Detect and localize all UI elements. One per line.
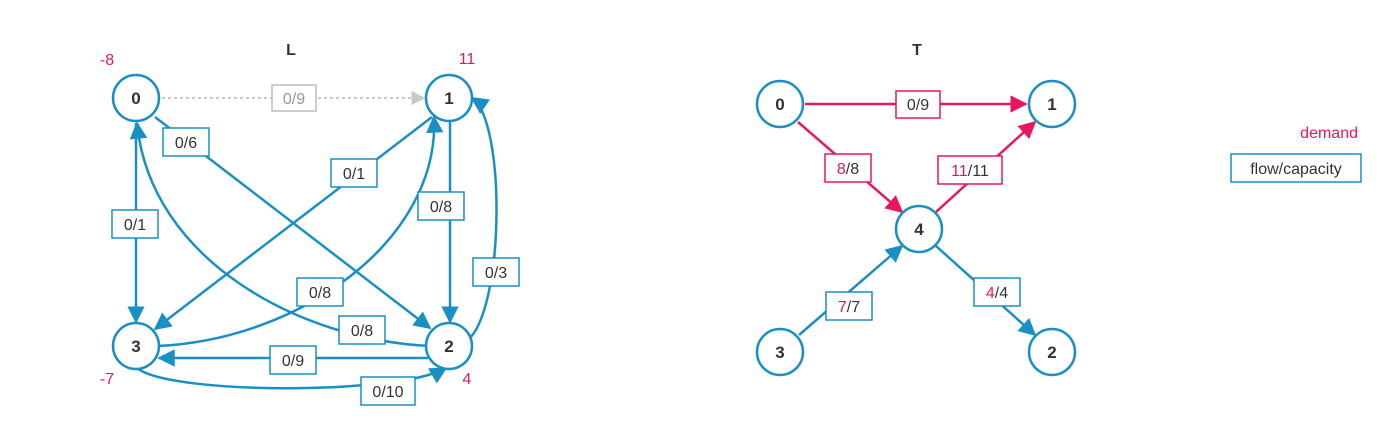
capacity-t-3-4: /7 (847, 299, 860, 316)
flow-t-3-4: 7 (838, 299, 847, 316)
demand-l-0: -8 (100, 52, 114, 69)
node-t-0: 0 (755, 79, 805, 129)
svg-text:4: 4 (914, 220, 924, 239)
edge-label-t-0-4: 8/8 (824, 153, 872, 183)
edge-label-l-0-2: 0/6 (162, 127, 210, 157)
node-t-3: 3 (755, 327, 805, 377)
legend-flow-capacity: flow/capacity (1230, 153, 1362, 183)
svg-text:0/8: 0/8 (309, 285, 331, 302)
legend-demand: demand (1300, 125, 1358, 142)
svg-text:0/6: 0/6 (175, 135, 197, 152)
edge-label-l-1-2: 0/8 (417, 191, 465, 221)
svg-text:3: 3 (775, 343, 784, 362)
edge-label-l-3-1: 0/8 (296, 277, 344, 307)
left-graph-title: L (286, 42, 296, 59)
svg-text:flow/capacity: flow/capacity (1250, 161, 1342, 178)
svg-text:0/1: 0/1 (124, 217, 146, 234)
svg-text:0/8: 0/8 (430, 199, 452, 216)
flow-t-0-4: 8 (837, 161, 846, 178)
svg-text:4/4: 4/4 (986, 285, 1008, 302)
node-t-2: 2 (1027, 327, 1077, 377)
svg-text:3: 3 (131, 337, 140, 356)
edge-label-l-2-0: 0/8 (338, 315, 386, 345)
edge-label-t-0-1: 0/9 (895, 90, 941, 119)
svg-text:0: 0 (131, 89, 140, 108)
edge-label-t-4-2: 4/4 (973, 277, 1021, 307)
demand-l-3: -7 (100, 371, 114, 388)
edge-l-3-2 (136, 366, 448, 390)
capacity-t-4-2: /4 (995, 285, 1008, 302)
capacity-t-4-1: /11 (968, 163, 989, 180)
edge-l-3-1 (156, 115, 444, 348)
edge-label-l-2-3: 0/9 (269, 345, 317, 375)
node-t-1: 1 (1027, 79, 1077, 129)
node-l-2: 2 (424, 321, 474, 371)
flow-t-4-2: 4 (986, 285, 995, 302)
legend: demand flow/capacity (1230, 125, 1362, 183)
edge-label-l-0-3: 0/1 (111, 209, 159, 239)
svg-text:0/8: 0/8 (351, 323, 373, 340)
svg-text:0/9: 0/9 (283, 91, 305, 108)
edge-l-2-1 (469, 96, 498, 339)
svg-text:7/7: 7/7 (838, 299, 860, 316)
svg-text:0/9: 0/9 (907, 97, 929, 114)
svg-text:0/9: 0/9 (282, 353, 304, 370)
demand-l-2: 4 (463, 371, 472, 388)
node-l-0: 0 (111, 73, 161, 123)
svg-text:0/3: 0/3 (485, 265, 507, 282)
node-t-4: 4 (894, 204, 944, 254)
edge-label-l-2-1: 0/3 (472, 257, 520, 287)
svg-text:11/11: 11/11 (951, 163, 989, 180)
node-l-3: 3 (111, 321, 161, 371)
node-l-1: 1 (424, 73, 474, 123)
edge-label-t-4-1: 11/11 (937, 155, 1003, 185)
svg-text:2: 2 (1047, 343, 1056, 362)
svg-text:2: 2 (444, 337, 453, 356)
svg-text:0/10: 0/10 (372, 384, 403, 401)
right-graph-title: T (912, 42, 922, 59)
svg-text:0/1: 0/1 (343, 166, 365, 183)
demand-l-1: 11 (459, 51, 476, 68)
edge-label-l-0-1: 0/9 (271, 84, 317, 112)
edge-t-3-4 (798, 244, 904, 336)
left-graph: L 0/9 0/6 0/1 0/1 0/8 (100, 42, 520, 406)
right-graph: T 0/9 8/8 11/11 7/7 4/4 (755, 42, 1077, 377)
svg-text:8/8: 8/8 (837, 161, 859, 178)
edge-label-l-3-2: 0/10 (360, 376, 416, 406)
edge-label-l-1-3: 0/1 (330, 158, 378, 188)
capacity-t-0-4: /8 (846, 161, 859, 178)
edge-l-1-3 (153, 116, 433, 331)
edge-label-t-3-4: 7/7 (825, 291, 873, 321)
svg-text:1: 1 (444, 89, 453, 108)
svg-text:0: 0 (775, 95, 784, 114)
svg-text:1: 1 (1047, 95, 1056, 114)
flow-t-4-1: 11 (951, 163, 968, 180)
